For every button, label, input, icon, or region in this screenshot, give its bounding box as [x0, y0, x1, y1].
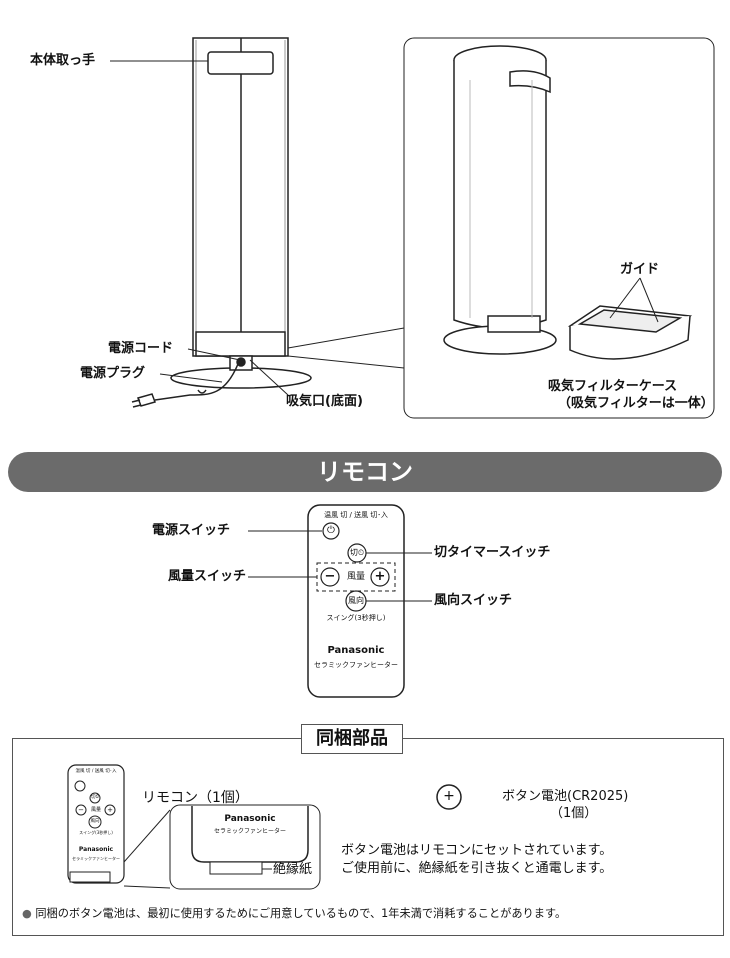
battery-note-line1: ボタン電池はリモコンにセットされています。: [341, 843, 613, 858]
mini-remote-minus: −: [78, 806, 84, 814]
remote-direction-button: 風向: [348, 596, 364, 605]
remote-brand: Panasonic: [327, 645, 385, 656]
label-volume-switch: 風量スイッチ: [168, 569, 247, 584]
remote-volume-label: 風量: [346, 572, 365, 582]
label-timer-switch: 切タイマースイッチ: [434, 545, 551, 560]
remote-off-timer-button: 切⏲: [349, 548, 365, 557]
remote-plus-button: +: [374, 569, 386, 584]
remote-product: セラミックファンヒーター: [314, 661, 398, 669]
label-guide: ガイド: [620, 262, 660, 277]
footnote-text: 同梱のボタン電池は、最初に使用するためにご用意しているもので、1年未満で消耗する…: [35, 907, 567, 920]
zoom-product: セラミックファンヒーター: [213, 828, 286, 835]
battery-count: （1個）: [550, 806, 598, 821]
label-filter-note: （吸気フィルターは一体）: [558, 396, 714, 411]
remote-illustration: [248, 504, 432, 698]
footnote-bullet: ●: [22, 907, 32, 920]
battery-plus-symbol: +: [443, 788, 455, 804]
remote-top-text: 温風 切 / 送風 切･入: [324, 511, 388, 519]
remote-power-button: ⏻: [327, 525, 335, 536]
label-power-plug: 電源プラグ: [80, 366, 146, 381]
bundle-remote-label: リモコン（1個）: [142, 790, 249, 806]
label-power-switch: 電源スイッチ: [152, 523, 231, 538]
mini-remote-direction: 風向: [90, 819, 100, 824]
label-intake: 吸気口(底面): [286, 394, 363, 409]
mini-remote-off-button: 切⏲: [90, 795, 99, 800]
label-direction-switch: 風向スイッチ: [434, 593, 513, 608]
battery-note-line2: ご使用前に、絶縁紙を引き抜くと通電します。: [341, 861, 613, 876]
section-banner: [8, 452, 722, 492]
footnote: ● 同梱のボタン電池は、最初に使用するためにご用意しているもので、1年未満で消耗…: [22, 906, 722, 922]
mini-remote-product: セラミックファンヒーター: [72, 856, 120, 861]
heater-perspective-view: [443, 45, 557, 355]
heater-front-view: [131, 37, 312, 408]
mini-remote-plus: +: [107, 806, 113, 814]
zoom-brand: Panasonic: [224, 814, 276, 824]
heater-illustration: [110, 37, 715, 419]
mini-remote-top-text: 温風 切 / 送風 切･入: [75, 769, 117, 774]
insulation-sheet-label: 絶縁紙: [273, 862, 313, 877]
mini-remote-volume: 風量: [90, 807, 101, 813]
label-power-cord: 電源コード: [108, 341, 174, 356]
section-title-remote: リモコン: [317, 458, 413, 486]
mini-remote-swing: スイング(3秒押し): [79, 830, 113, 835]
remote-minus-button: −: [324, 569, 336, 584]
battery-label: ボタン電池(CR2025): [502, 789, 629, 804]
mini-remote-brand: Panasonic: [78, 846, 114, 853]
filter-case: [567, 305, 693, 360]
label-handle: 本体取っ手: [30, 53, 96, 68]
remote-swing-text: スイング(3秒押し): [326, 614, 386, 622]
label-filter-case: 吸気フィルターケース: [548, 379, 678, 394]
bundled-parts-title: 同梱部品: [301, 724, 403, 754]
